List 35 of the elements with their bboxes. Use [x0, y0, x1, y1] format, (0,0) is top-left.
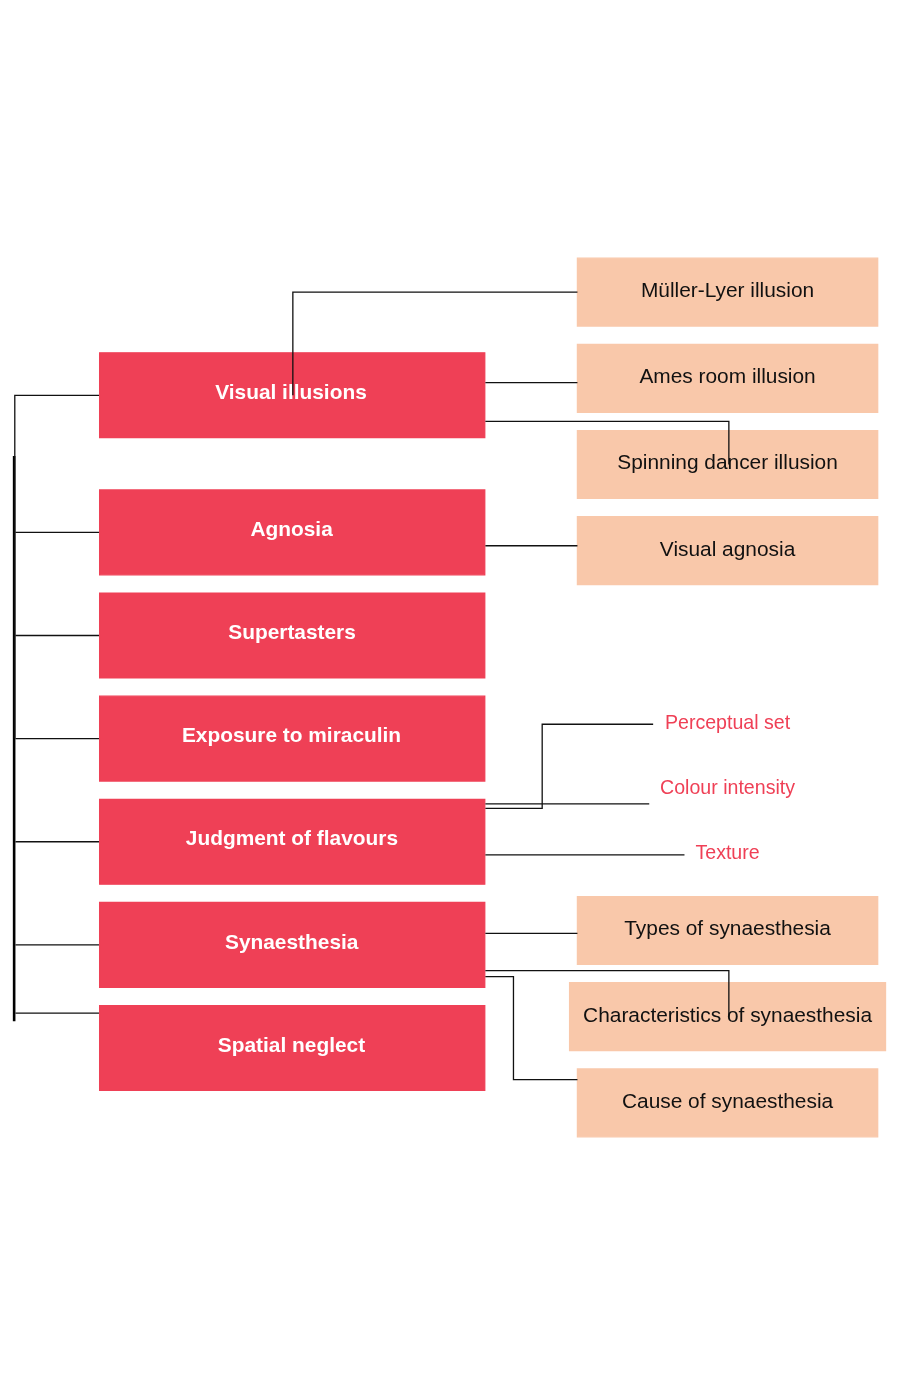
connector: [484, 932, 579, 935]
connector: [292, 291, 579, 396]
connector: [484, 381, 579, 384]
node-box: Types of synaesthesia: [576, 895, 879, 966]
node-box: Supertasters: [99, 592, 486, 679]
node-box: Müller-Lyer illusion: [576, 257, 879, 327]
connector: [14, 841, 100, 843]
connector: [484, 803, 650, 805]
node-box: Ames room illusion: [576, 343, 879, 413]
node-text: Texture: [695, 841, 760, 864]
connector: [484, 969, 730, 1018]
node-text: Perceptual set: [664, 710, 791, 733]
connector: [14, 737, 100, 740]
node-box: Synaesthesia: [99, 901, 486, 988]
node-box: Spatial neglect: [99, 1004, 486, 1092]
connector: [14, 531, 100, 533]
node-box: Visual illusions: [99, 352, 486, 439]
connector: [14, 1012, 100, 1014]
connector: [484, 723, 654, 810]
connector: [484, 420, 730, 466]
node-box: Characteristics of synaesthesia: [568, 982, 887, 1052]
node-box: Judgment of flavours: [99, 798, 486, 885]
connector: [484, 854, 686, 856]
node-text: Colour intensity: [660, 776, 796, 799]
node-box: Cause of synaesthesia: [576, 1068, 879, 1138]
node-box: Visual agnosia: [576, 516, 879, 586]
connector: [14, 394, 100, 740]
connector: [14, 634, 100, 637]
connector: [484, 545, 579, 547]
connector: [484, 976, 579, 1081]
node-box: Agnosia: [99, 489, 486, 576]
connector: [14, 944, 100, 946]
node-bar: [12, 456, 16, 1022]
node-box: Spinning dancer illusion: [576, 429, 879, 500]
node-box: Exposure to miraculin: [99, 695, 486, 782]
